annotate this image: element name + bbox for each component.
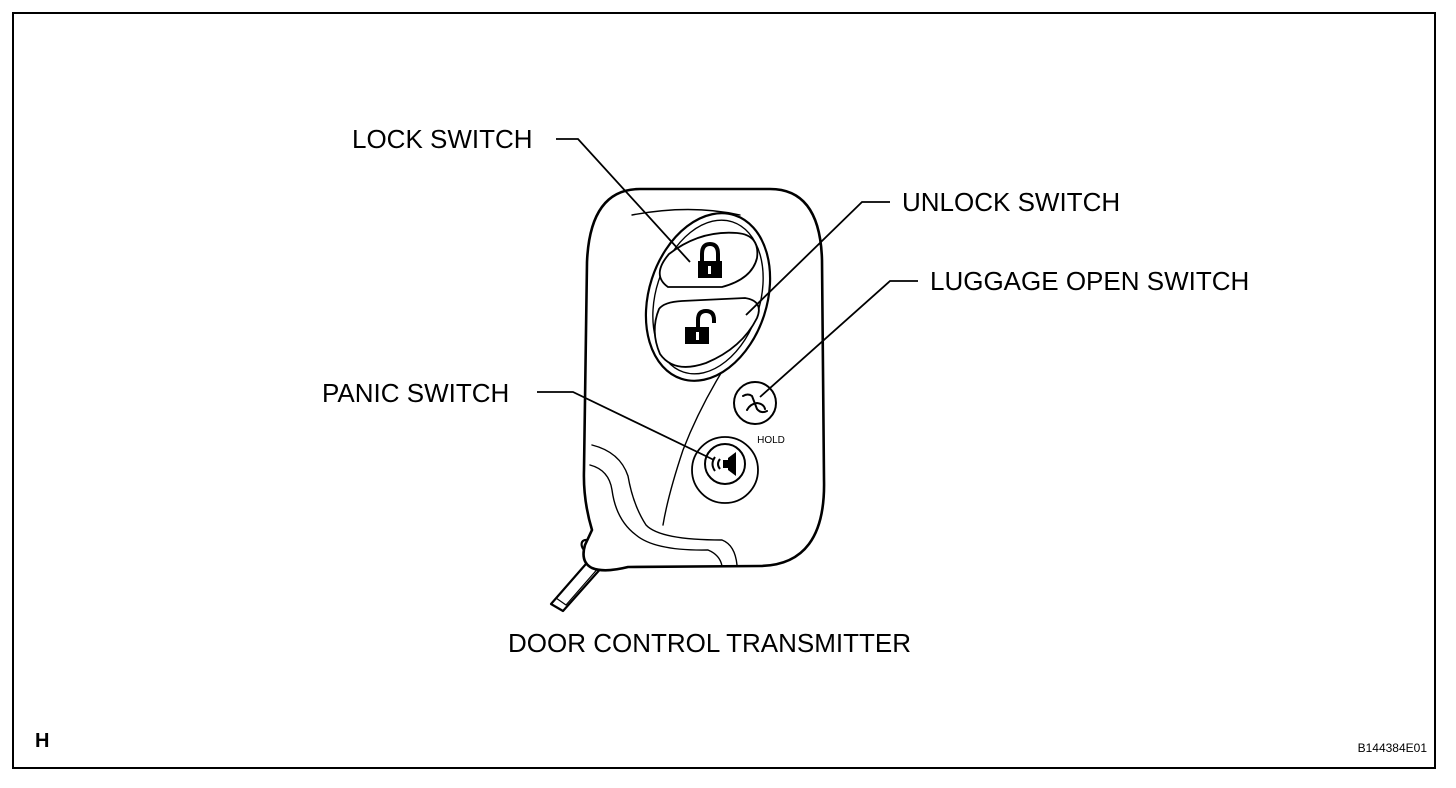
corner-letter: H: [35, 730, 49, 752]
padlock-closed-icon: [698, 241, 722, 278]
hold-label: HOLD: [757, 435, 785, 446]
lock-switch-label: LOCK SWITCH: [352, 124, 533, 154]
padlock-open-icon: [685, 308, 716, 344]
trunk-open-icon: [742, 393, 768, 414]
panic-switch-leader: [537, 391, 715, 461]
panic-horn-icon: [711, 452, 736, 476]
luggage-open-switch-label: LUGGAGE OPEN SWITCH: [930, 266, 1249, 296]
lock-switch-leader: [556, 138, 691, 263]
unlock-switch-label: UNLOCK SWITCH: [902, 187, 1120, 217]
figure-code: B144384E01: [1358, 741, 1428, 755]
diagram-caption: DOOR CONTROL TRANSMITTER: [508, 628, 911, 658]
leader-lines: [537, 138, 918, 461]
luggage-open-switch-leader: [759, 280, 918, 398]
unlock-switch-leader: [745, 201, 890, 316]
panic-button[interactable]: [691, 436, 759, 504]
panic-switch-label: PANIC SWITCH: [322, 378, 509, 408]
lock-button[interactable]: [658, 231, 759, 288]
diagram-frame: [12, 12, 1436, 769]
